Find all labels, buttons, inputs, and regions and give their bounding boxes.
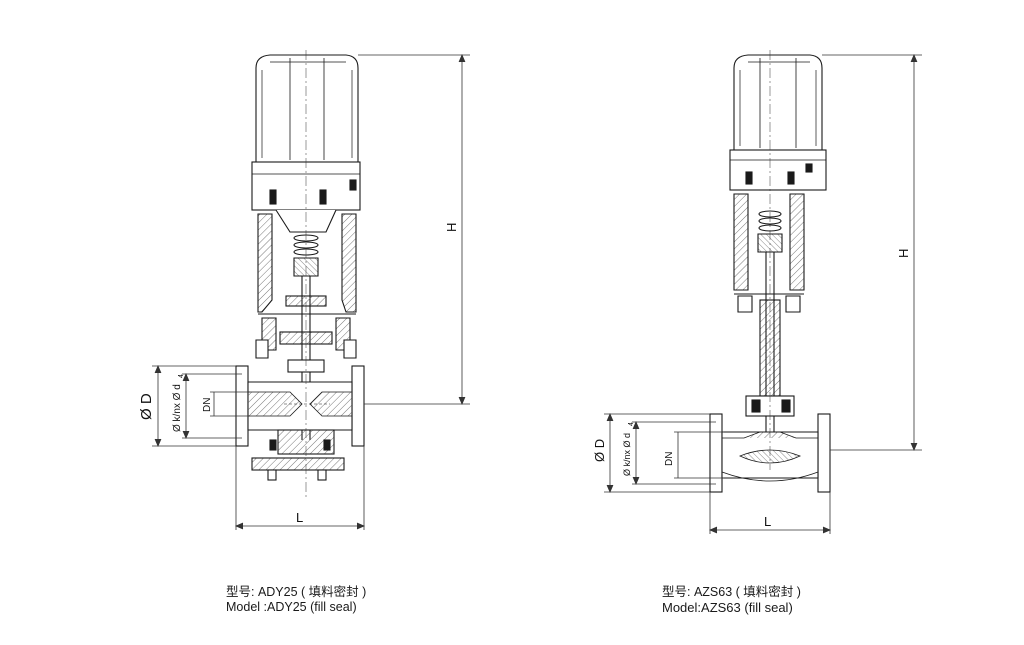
- right-valve-drawing: [709, 50, 831, 493]
- left-dim-k-sub: 4: [178, 374, 185, 378]
- right-dim-k: Ø k/nx Ø d: [622, 433, 632, 476]
- left-dim-d: Ø D: [138, 393, 155, 420]
- left-dimension-labels: H L Ø D Ø k/nx Ø d 4 DN: [138, 223, 459, 525]
- right-caption-model-cn: 型号: AZS63 ( 填料密封 ): [662, 585, 801, 599]
- left-yoke: [255, 213, 357, 359]
- left-dimensions: [152, 53, 470, 530]
- left-bottom-flange: [251, 429, 345, 481]
- right-actuator-cover: [733, 54, 823, 151]
- left-valve-body: [235, 365, 365, 447]
- left-dim-l: L: [296, 510, 303, 525]
- right-dim-dn: DN: [664, 452, 675, 466]
- left-dim-k: Ø k/nx Ø d: [172, 384, 183, 432]
- left-actuator-cover: [255, 54, 359, 163]
- right-dim-l: L: [764, 514, 771, 529]
- left-dim-dn: DN: [202, 398, 213, 412]
- left-valve-drawing: [235, 50, 365, 500]
- left-caption-model-en: Model :ADY25 (fill seal): [226, 600, 357, 614]
- right-dim-d: Ø D: [592, 439, 607, 462]
- left-caption-model-cn: 型号: ADY25 ( 填料密封 ): [226, 585, 367, 599]
- right-caption-model-en: Model:AZS63 (fill seal): [662, 600, 793, 615]
- right-caption: 型号: AZS63 ( 填料密封 ) Model:AZS63 (fill sea…: [662, 585, 801, 615]
- right-yoke: [733, 193, 805, 313]
- right-dimension-labels: H L Ø D Ø k/nx Ø d 4 DN: [592, 249, 911, 529]
- right-dimensions: [604, 53, 922, 534]
- right-actuator-base: [729, 149, 827, 191]
- left-dim-h: H: [444, 223, 459, 232]
- right-dim-k-sub: 4: [628, 422, 635, 426]
- right-dim-h: H: [896, 249, 911, 258]
- left-caption: 型号: ADY25 ( 填料密封 ) Model :ADY25 (fill se…: [226, 585, 366, 615]
